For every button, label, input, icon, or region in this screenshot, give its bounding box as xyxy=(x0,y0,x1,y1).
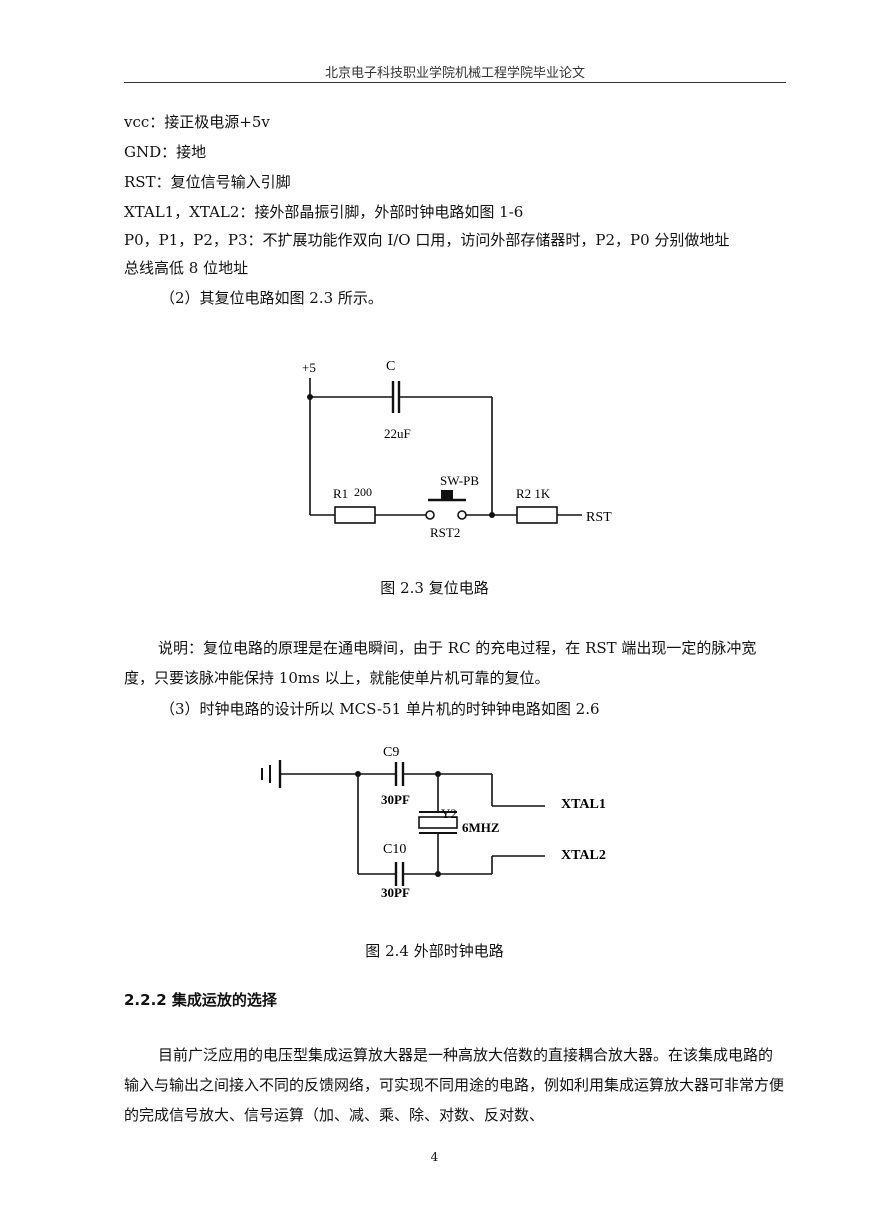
label-xtal2: XTAL2 xyxy=(561,848,606,863)
paragraph-op-amp: 目前广泛应用的电压型集成运算放大器是一种高放大倍数的直接耦合放大器。在该集成电路… xyxy=(124,1046,785,1124)
label-xtal1: XTAL1 xyxy=(561,797,606,812)
item-2: （2）其复位电路如图 2.3 所示。 xyxy=(160,289,383,307)
label-sw: SW-PB xyxy=(440,473,479,488)
label-r2: R2 1K xyxy=(516,486,551,501)
label-rst2: RST2 xyxy=(430,525,460,540)
item-3: （3）时钟电路的设计所以 MCS-51 单片机的时钟钟电路如图 2.6 xyxy=(160,700,600,718)
label-c-value: 22uF xyxy=(384,426,411,441)
label-c9: C9 xyxy=(383,745,399,760)
label-r1: R1 xyxy=(333,486,348,501)
text-line-vcc: vcc：接正极电源+5v xyxy=(124,113,270,131)
caption-fig-2-3: 图 2.3 复位电路 xyxy=(380,579,489,597)
text-line-gnd: GND：接地 xyxy=(124,143,207,161)
caption-fig-2-4: 图 2.4 外部时钟电路 xyxy=(365,942,504,960)
text-line-rst: RST：复位信号输入引脚 xyxy=(124,173,291,191)
label-c: C xyxy=(386,359,395,374)
header-rule xyxy=(124,82,786,83)
page-number: 4 xyxy=(430,1150,439,1164)
text-line-ports-cont: 总线高低 8 位地址 xyxy=(124,259,249,277)
section-heading: 2.2.2 集成运放的选择 xyxy=(124,991,277,1009)
switch-button-cap xyxy=(441,490,453,500)
label-c10-value: 30PF xyxy=(381,885,410,900)
label-y2: Y2 xyxy=(441,806,457,821)
label-c10: C10 xyxy=(383,842,406,857)
text-line-xtal: XTAL1，XTAL2：接外部晶振引脚，外部时钟电路如图 1-6 xyxy=(124,203,524,221)
label-y2-value: 6MHZ xyxy=(462,820,500,835)
text-line-ports: P0，P1，P2，P3：不扩展功能作双向 I/O 口用，访问外部存储器时，P2，… xyxy=(124,231,730,249)
paragraph-reset-explanation: 说明：复位电路的原理是在通电瞬间，由于 RC 的充电过程，在 RST 端出现一定… xyxy=(124,639,757,687)
label-plus5: +5 xyxy=(302,360,316,375)
label-r1-value: 200 xyxy=(354,485,372,499)
label-rst: RST xyxy=(586,510,612,525)
label-c9-value: 30PF xyxy=(381,792,410,807)
page-header: 北京电子科技职业学院机械工程学院毕业论文 xyxy=(324,66,585,81)
